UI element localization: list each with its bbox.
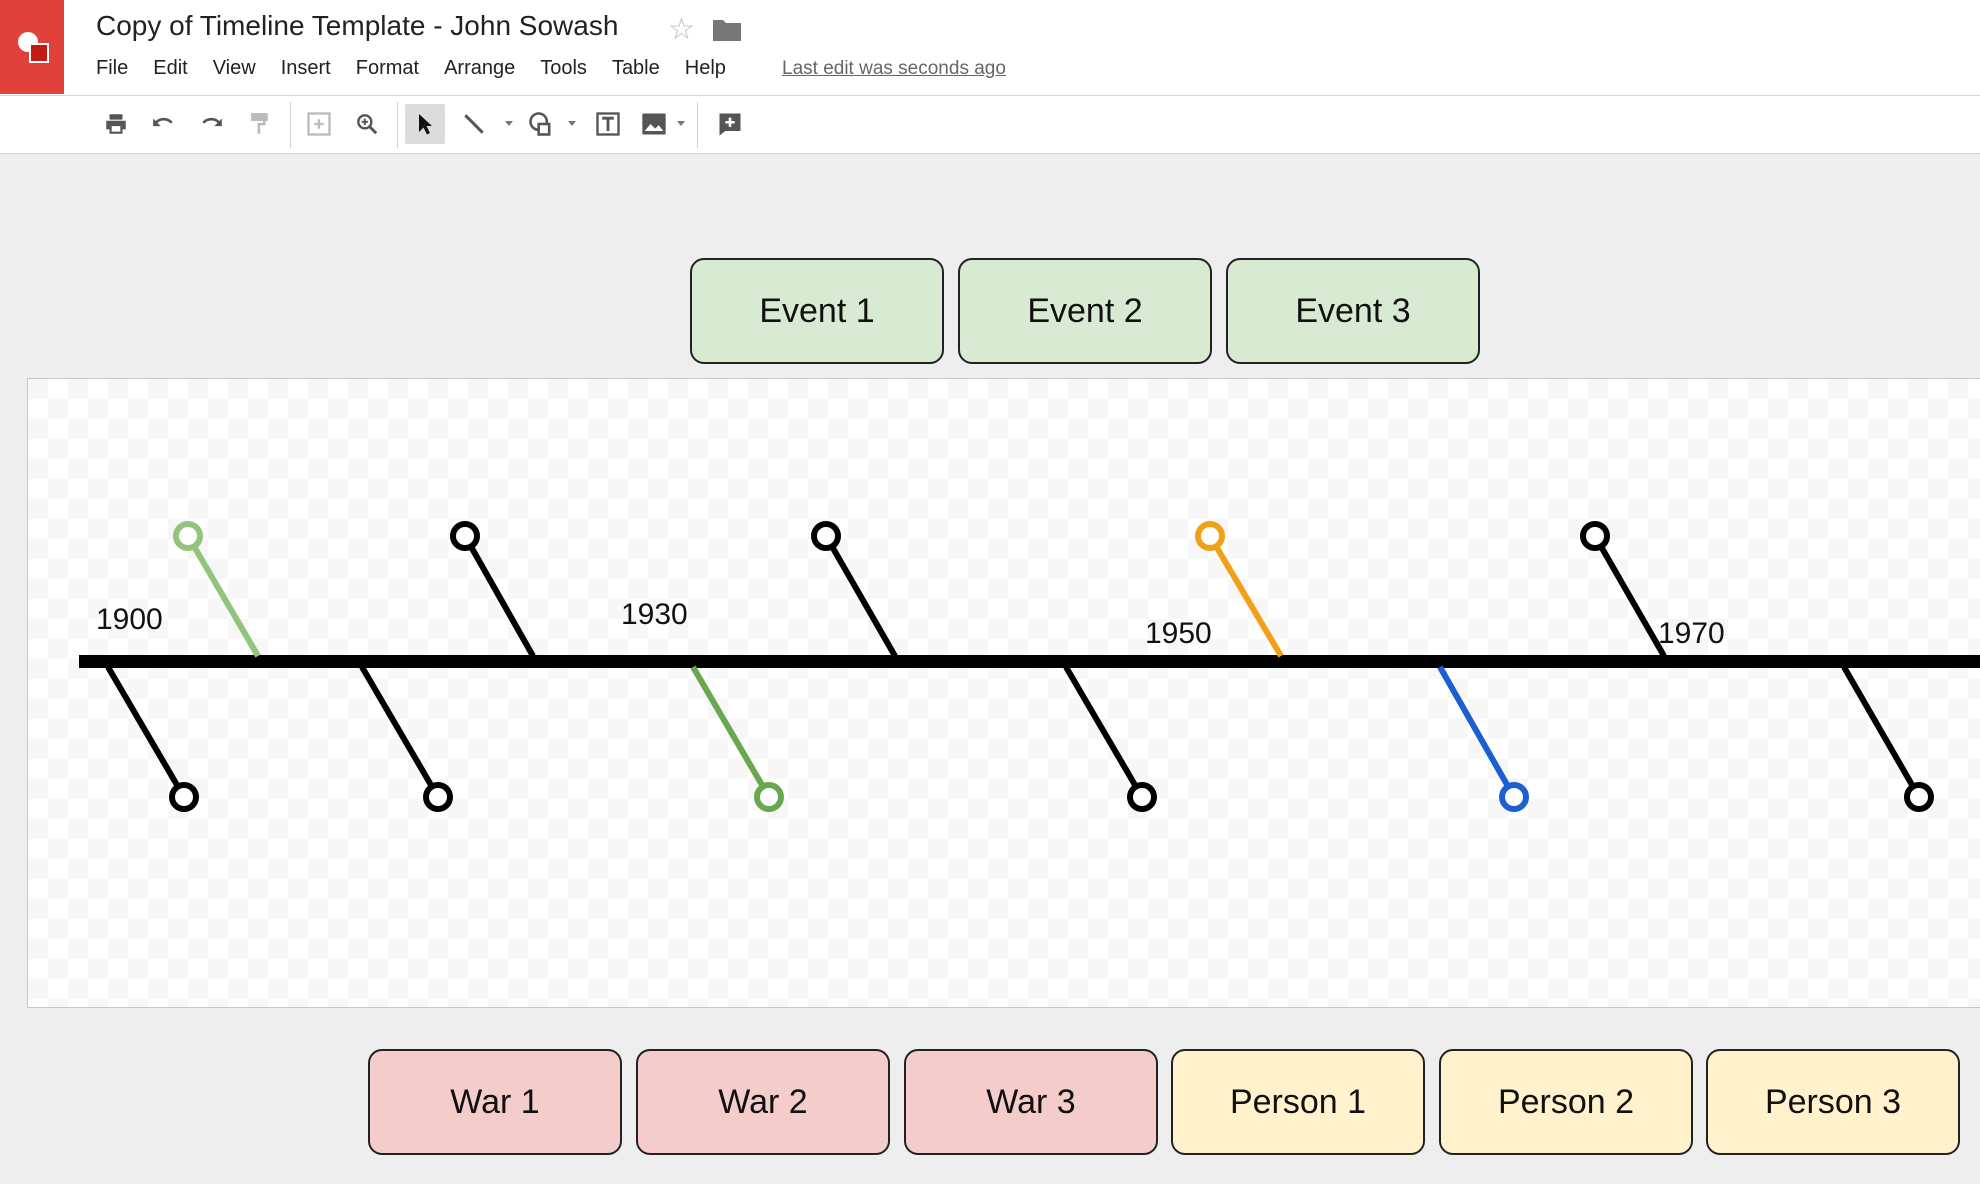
star-icon[interactable]: ☆ [668,13,695,46]
menu-insert[interactable]: Insert [280,57,331,79]
comment-icon[interactable] [710,104,750,144]
menu-bar: File Edit View Insert Format Arrange Too… [96,57,751,83]
menu-help[interactable]: Help [684,57,726,79]
connector-up-black-2[interactable] [811,521,898,658]
menu-tools[interactable]: Tools [540,57,587,79]
document-title[interactable]: Copy of Timeline Template - John Sowash [96,10,619,41]
person-2-box[interactable]: Person 2 [1439,1049,1693,1155]
menu-file[interactable]: File [96,57,129,79]
text-box-icon[interactable] [588,104,628,144]
redo-icon[interactable] [191,104,231,144]
toolbar-divider [290,102,291,148]
menu-arrange[interactable]: Arrange [444,57,516,79]
line-icon[interactable] [454,104,494,144]
person-1-box[interactable]: Person 1 [1171,1049,1425,1155]
undo-icon[interactable] [144,104,184,144]
last-edit-link[interactable]: Last edit was seconds ago [782,58,1006,79]
drawing-canvas[interactable]: 1900 1930 1950 1970 [27,378,1980,1008]
event-1-box[interactable]: Event 1 [690,258,944,364]
zoom-icon[interactable] [347,104,387,144]
connector-down-green[interactable] [690,665,784,812]
connector-down-black-1[interactable] [105,665,199,812]
select-icon[interactable] [405,104,445,144]
timeline-axis[interactable] [79,655,1980,668]
print-icon[interactable] [96,104,136,144]
shape-dropdown-icon[interactable] [568,121,576,126]
event-2-box[interactable]: Event 2 [958,258,1212,364]
line-dropdown-icon[interactable] [505,121,513,126]
shape-icon[interactable] [521,104,561,144]
connector-down-black-2[interactable] [359,665,453,812]
toolbar [0,96,1980,154]
war-2-box[interactable]: War 2 [636,1049,890,1155]
year-label-1970[interactable]: 1970 [1658,617,1725,650]
year-label-1930[interactable]: 1930 [621,598,688,631]
app-header: Copy of Timeline Template - John Sowash … [0,0,1980,96]
connector-down-black-4[interactable] [1841,665,1934,812]
connector-down-black-3[interactable] [1063,665,1157,812]
year-label-1900[interactable]: 1900 [96,603,163,636]
war-3-box[interactable]: War 3 [904,1049,1158,1155]
canvas-background [28,379,1980,1007]
paint-format-icon[interactable] [240,104,280,144]
folder-icon[interactable] [712,16,742,42]
menu-format[interactable]: Format [355,57,420,79]
event-3-box[interactable]: Event 3 [1226,258,1480,364]
menu-edit[interactable]: Edit [153,57,188,79]
image-dropdown-icon[interactable] [677,121,685,126]
person-3-box[interactable]: Person 3 [1706,1049,1960,1155]
connector-up-black-1[interactable] [450,521,536,658]
connector-down-blue[interactable] [1437,665,1529,812]
timeline-drawing [28,379,1980,1007]
war-1-box[interactable]: War 1 [368,1049,622,1155]
drawings-logo-icon[interactable] [0,0,64,94]
connector-up-black-3[interactable] [1580,521,1667,658]
connector-up-green[interactable] [173,521,261,658]
connector-up-orange[interactable] [1195,521,1284,658]
zoom-fit-icon[interactable] [299,104,339,144]
image-icon[interactable] [634,104,674,144]
year-label-1950[interactable]: 1950 [1145,617,1212,650]
toolbar-divider [697,102,698,148]
menu-view[interactable]: View [212,57,256,79]
toolbar-divider [397,102,398,148]
menu-table[interactable]: Table [611,57,660,79]
